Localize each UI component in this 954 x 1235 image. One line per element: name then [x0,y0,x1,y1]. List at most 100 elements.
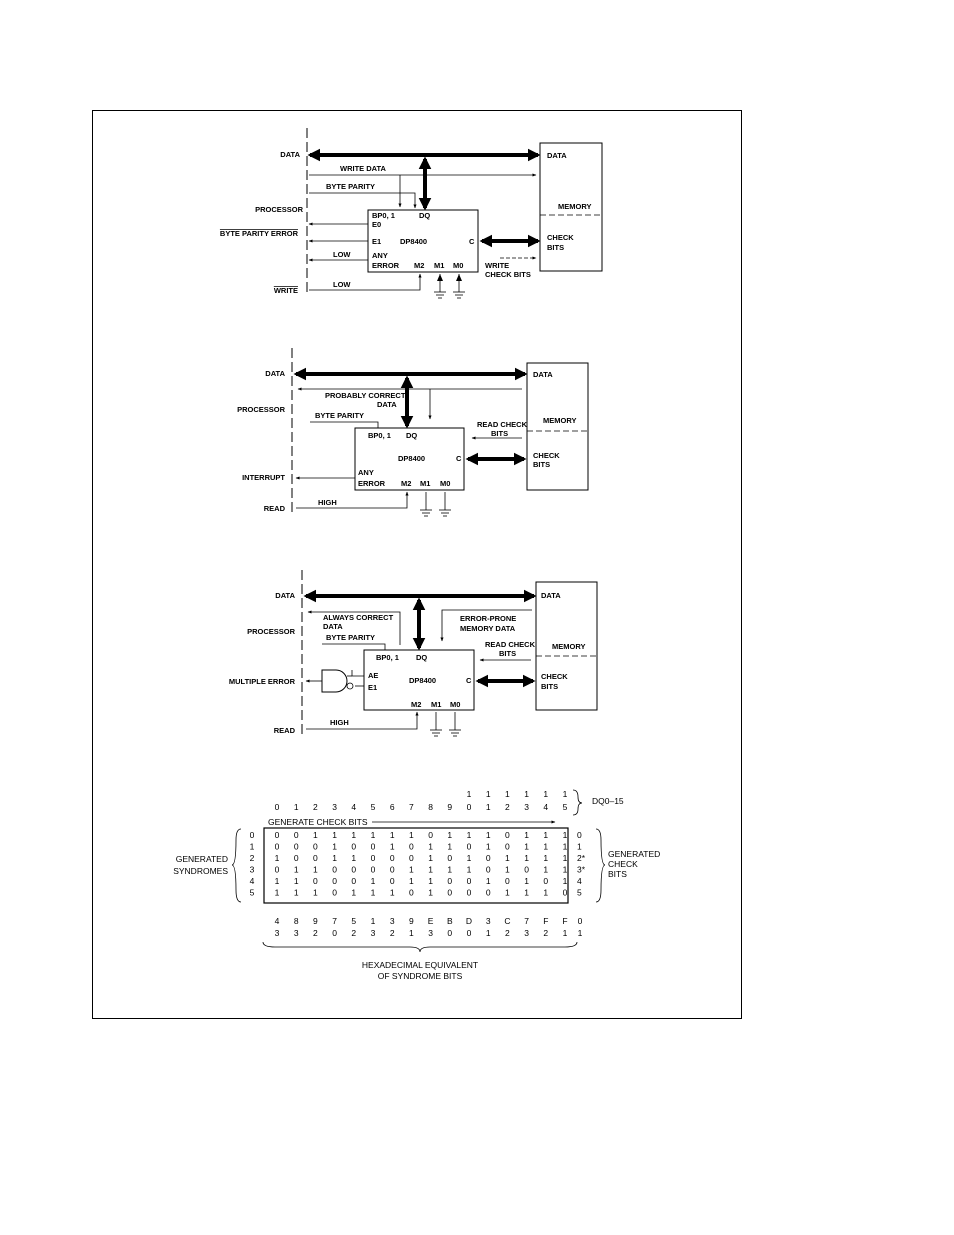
hexadecimal-label: OF SYNDROME BITS [378,971,463,981]
matrix-cell: 0 [371,865,376,875]
syndrome-matrix-box [263,827,569,904]
matrix-cell: 1 [332,830,337,840]
matrix-cell: 0 [447,853,452,863]
matrix-cell: 1 [524,830,529,840]
brace-icon [262,941,578,953]
brace-icon [231,828,242,903]
matrix-cell: 0 [351,865,356,875]
pin-any: ANY [358,468,374,477]
column-header: 4 [351,802,356,812]
hex-digit: 7 [332,916,337,926]
write-line [309,273,422,291]
row-label: 4 [250,876,255,886]
matrix-cell: 0 [505,876,510,886]
hex-digit: 0 [332,928,337,938]
column-header: 0 [467,802,472,812]
matrix-cell: 1 [447,865,452,875]
column-header: 7 [409,802,414,812]
generate-check-bits-label: GENERATE CHECK BITS [268,817,368,827]
check-bit-label: 2* [577,853,586,863]
matrix-cell: 1 [505,853,510,863]
matrix-cell: 1 [467,830,472,840]
pin-dq: DQ [419,211,430,220]
check-bit-label: 4 [577,876,582,886]
matrix-cell: 1 [390,842,395,852]
memory-bits: BITS [547,243,564,252]
label-interrupt: INTERRUPT [242,473,285,482]
pin-c: C [456,454,462,463]
label-low: LOW [333,280,351,289]
column-header: 6 [390,802,395,812]
matrix-cell: 1 [543,842,548,852]
matrix-cell: 0 [467,876,472,886]
chip-name: DP8400 [398,454,425,463]
memory-check: CHECK [533,451,560,460]
memory-check: CHECK [541,672,568,681]
byte-parity-line [322,643,386,650]
pin-error: ERROR [358,479,386,488]
pin-dq: DQ [416,653,427,662]
pin-dq: DQ [406,431,417,440]
chip-name: DP8400 [409,676,436,685]
generated-syndromes-label: SYNDROMES [173,866,228,876]
pin-e1: E1 [368,683,377,692]
check-bit-label: 5 [577,888,582,898]
matrix-cell: 1 [313,865,318,875]
matrix-cell: 1 [275,876,280,886]
matrix-cell: 1 [390,830,395,840]
hex-digit: 2 [505,928,510,938]
row-label: 3 [250,865,255,875]
matrix-cell: 1 [428,842,433,852]
matrix-cell: 0 [390,876,395,886]
matrix-cell: 0 [390,865,395,875]
generated-check-bits-label: CHECK [608,859,638,869]
matrix-cell: 0 [313,853,318,863]
matrix-cell: 0 [409,842,414,852]
column-header: 9 [447,802,452,812]
byte-parity-line [309,192,417,209]
generated-syndromes-label: GENERATED [176,854,228,864]
matrix-cell: 1 [371,888,376,898]
column-header: 1 [505,789,510,799]
figure-frame [92,110,742,1019]
label-write-check: WRITE [485,261,509,270]
matrix-cell: 1 [313,888,318,898]
dp8400-chip [367,209,479,273]
label-read-check: READ CHECK [477,420,528,429]
matrix-cell: 0 [275,842,280,852]
matrix-cell: 1 [524,888,529,898]
pin-m2: M2 [401,479,411,488]
matrix-cell: 1 [409,865,414,875]
label-probably-correct: PROBABLY CORRECT [325,391,406,400]
matrix-cell: 1 [294,865,299,875]
label-always-correct: DATA [323,622,343,631]
column-header: 2 [313,802,318,812]
column-header: 2 [505,802,510,812]
hex-digit: D [466,916,472,926]
label-high: HIGH [330,718,349,727]
matrix-cell: 0 [486,853,491,863]
matrix-cell: 1 [467,865,472,875]
matrix-cell: 0 [332,876,337,886]
generated-check-bits-label: GENERATED [608,849,660,859]
dp8400-chip [363,649,475,711]
matrix-cell: 1 [543,865,548,875]
label-byte-parity: BYTE PARITY [326,182,375,191]
column-header: 1 [486,789,491,799]
label-data: DATA [265,369,285,378]
pin-ae: AE [368,671,378,680]
byte-parity-line [310,421,379,428]
label-byte-parity: BYTE PARITY [326,633,375,642]
chip-name: DP8400 [400,237,427,246]
inverter-bubble-icon [346,682,354,690]
pin-bp: BP0, 1 [376,653,399,662]
pin-m1: M1 [434,261,444,270]
matrix-cell: 0 [447,888,452,898]
label-byte-parity: BYTE PARITY [315,411,364,420]
diagram-correct: DATA PROCESSOR MULTIPLE ERROR READ ALWAY… [229,570,598,737]
matrix-cell: 1 [275,853,280,863]
label-error-prone: MEMORY DATA [460,624,516,633]
pin-bp: BP0, 1 [372,211,395,220]
hex-digit: 1 [486,928,491,938]
ground-icon [420,509,451,517]
